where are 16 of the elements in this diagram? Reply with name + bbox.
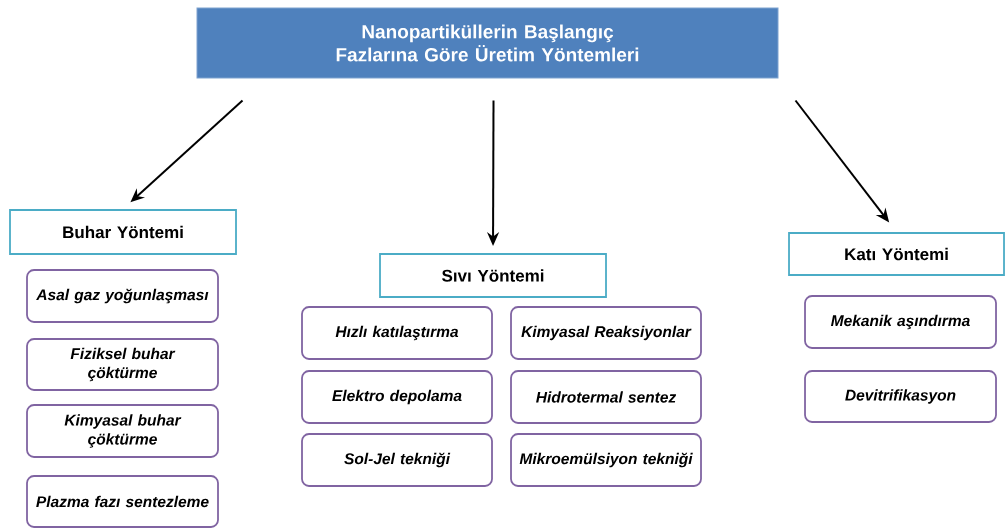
method-box: Sol-Jel tekniği xyxy=(301,433,493,487)
method-box: Elektro depolama xyxy=(301,370,493,424)
method-box: Fiziksel buhar çöktürme xyxy=(26,338,219,391)
method-box: Asal gaz yoğunlaşması xyxy=(26,269,219,323)
title-box: Nanopartiküllerin Başlangıç Fazlarına Göre Üretim Yöntemleri xyxy=(196,7,779,79)
method-box: Devitrifikasyon xyxy=(804,370,997,423)
method-box: Mikroemülsiyon tekniği xyxy=(510,433,702,487)
method-box: Mekanik aşındırma xyxy=(804,295,997,349)
method-box: Hızlı katılaştırma xyxy=(301,306,493,360)
method-box: Kimyasal Reaksiyonlar xyxy=(510,306,702,360)
category-box: Buhar Yöntemi xyxy=(9,209,237,255)
method-box: Plazma fazı sentezleme xyxy=(26,475,219,528)
category-box: Katı Yöntemi xyxy=(788,232,1005,276)
method-box: Kimyasal buhar çöktürme xyxy=(26,404,219,458)
category-box: Sıvı Yöntemi xyxy=(379,253,607,298)
method-box: Hidrotermal sentez xyxy=(510,370,702,424)
